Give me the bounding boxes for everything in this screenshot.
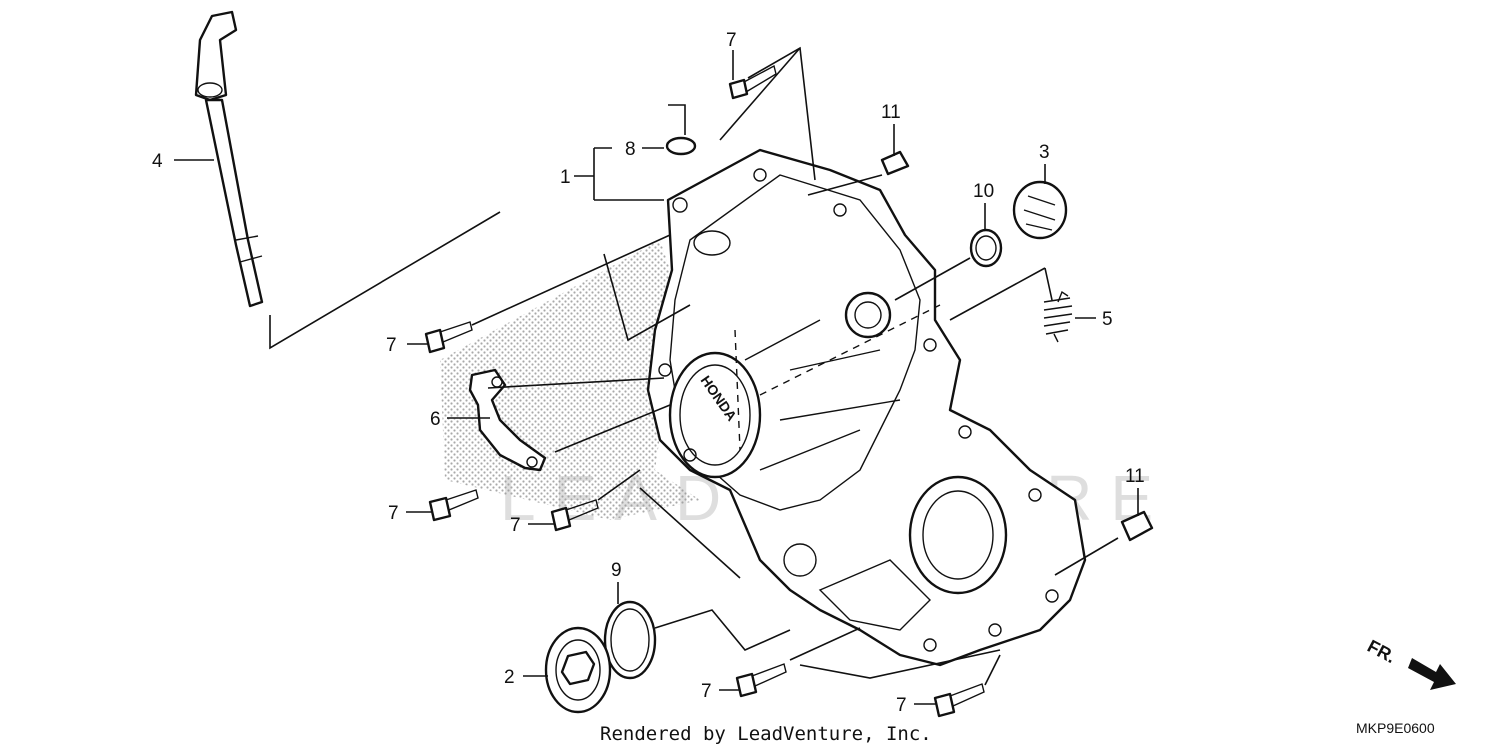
- dowel-pin-upper: [880, 150, 910, 176]
- diagram-code: MKP9E0600: [1356, 720, 1435, 736]
- callouts: 4 1 8 7 11 10 3 5 7 6 7 7 11 9 2 7 7: [152, 30, 1145, 716]
- callout-1: 1: [560, 167, 571, 188]
- bolt-left-lower: [428, 489, 479, 522]
- oil-filler-port: [844, 291, 892, 339]
- part-2-timing-plug: [544, 626, 612, 714]
- part-9-o-ring: [603, 600, 657, 680]
- callout-7-bottom-left: 7: [701, 681, 712, 702]
- callout-7-top: 7: [726, 30, 737, 51]
- callout-9: 9: [611, 560, 622, 581]
- crank-seal-boss: [908, 475, 1008, 595]
- clutch-dome: [668, 351, 762, 479]
- callout-7-bottom-right: 7: [896, 695, 907, 716]
- part-8-seal: [665, 136, 697, 156]
- part-3-oil-cap: [1012, 180, 1068, 240]
- callout-11-upper: 11: [881, 102, 901, 123]
- callout-3: 3: [1039, 142, 1050, 163]
- callout-10: 10: [973, 181, 994, 202]
- bolt-center-lower: [550, 499, 599, 532]
- bolt-top: [728, 64, 777, 100]
- shift-shaft: [194, 10, 264, 308]
- part-5-spring: [1043, 290, 1073, 343]
- direction-label: FR.: [1364, 636, 1399, 667]
- front-direction-indicator: FR.: [1364, 636, 1456, 690]
- callout-2: 2: [504, 667, 515, 688]
- footer-credit: Rendered by LeadVenture, Inc.: [600, 723, 932, 745]
- callout-5: 5: [1102, 309, 1113, 330]
- callout-4: 4: [152, 151, 163, 172]
- callout-6: 6: [430, 409, 441, 430]
- front-direction-arrow-icon: [1408, 658, 1456, 690]
- callout-7-left-lower: 7: [388, 503, 399, 524]
- bolt-bottom-right: [933, 683, 985, 718]
- callout-7-center: 7: [510, 515, 521, 536]
- callout-11-lower: 11: [1125, 466, 1145, 487]
- callout-7-left-upper: 7: [386, 335, 397, 356]
- dowel-pin-lower: [1120, 510, 1154, 542]
- callout-leaders: [174, 50, 1139, 705]
- callout-8: 8: [625, 139, 636, 160]
- bolt-bottom-left: [735, 663, 787, 698]
- crankcase-cover: HONDA: [646, 148, 1087, 667]
- leader-lines: [269, 46, 1119, 686]
- bolt-left-upper: [424, 321, 473, 354]
